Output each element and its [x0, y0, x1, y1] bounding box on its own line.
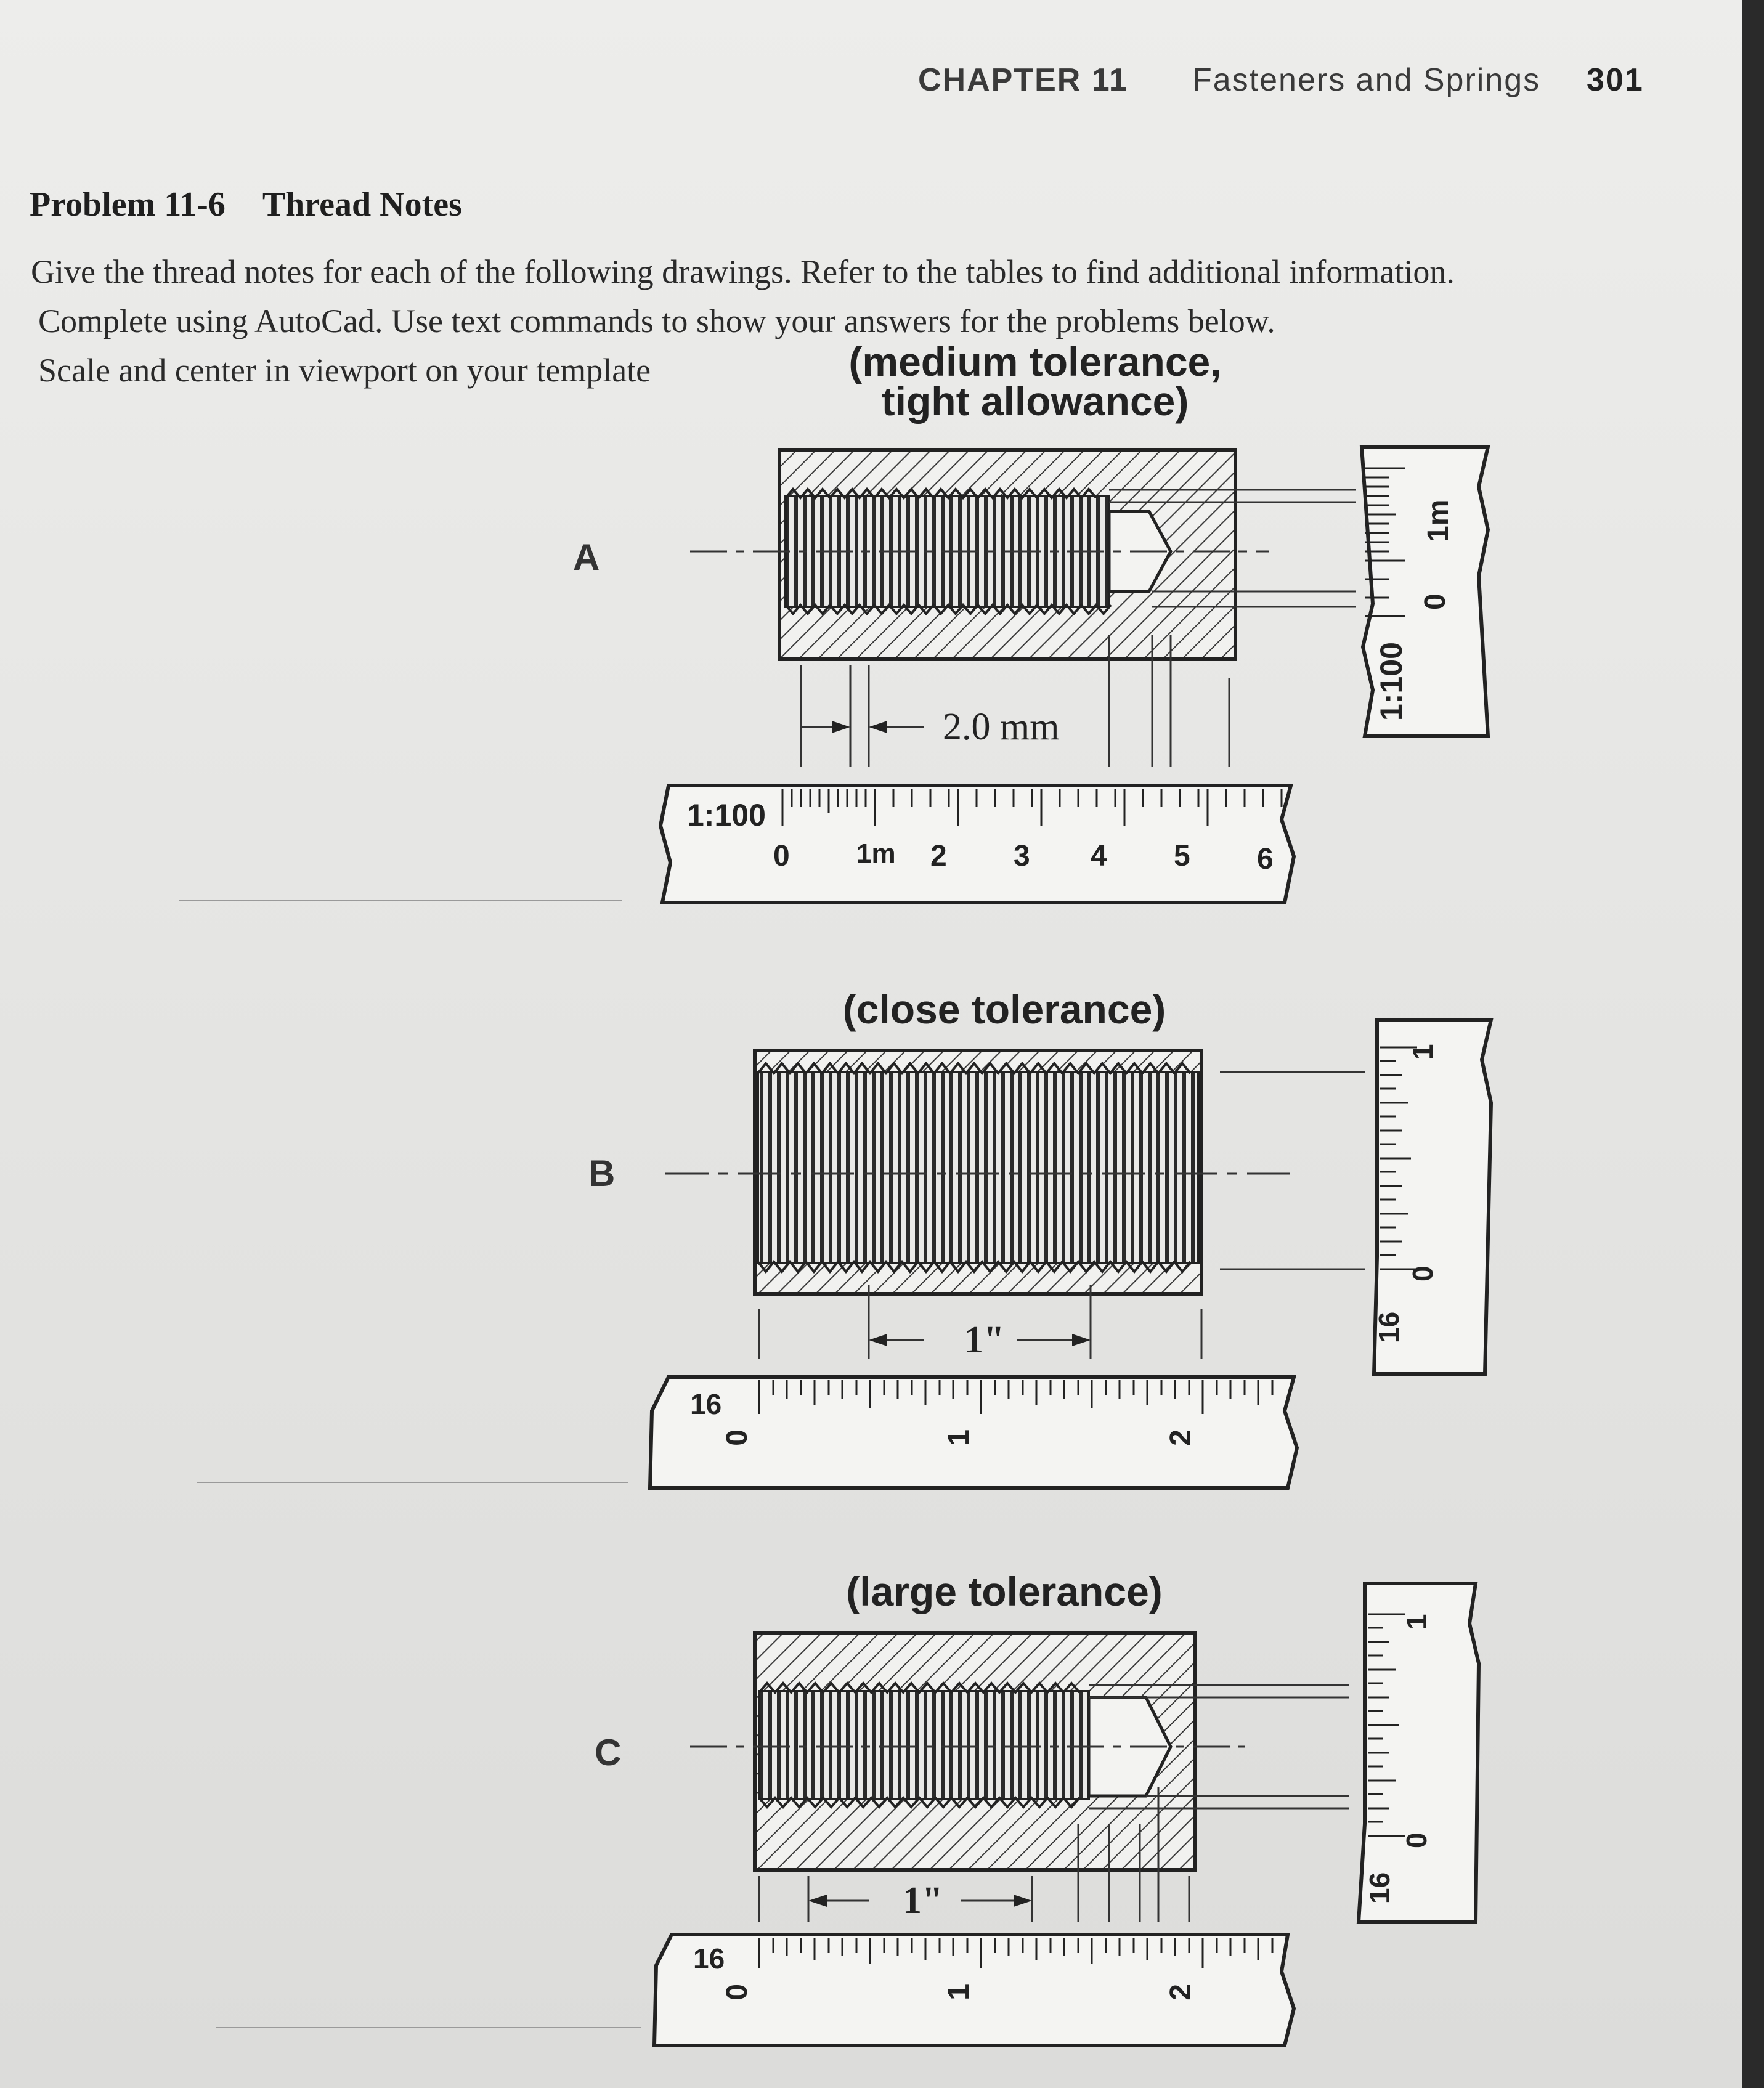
- scale-a-v-tick-1m: 1m: [1422, 500, 1455, 542]
- drawing-a: 2.0 mm 1:100 0 1m 2 3 4 5 6 0 1m 1:100: [658, 445, 1490, 904]
- dimension-b: 1": [964, 1319, 1004, 1361]
- scale-b-h-ratio: 16: [690, 1388, 721, 1420]
- monitor-bezel: [1742, 0, 1764, 2088]
- page-number: 301: [1587, 62, 1644, 98]
- scale-a-v-tick-0: 0: [1419, 593, 1452, 610]
- scale-c-v-ticks: [1368, 1613, 1405, 1837]
- note-b: (close tolerance): [842, 986, 1166, 1032]
- scale-c-v-tick-1: 1: [1400, 1614, 1433, 1630]
- scale-a-horizontal: [658, 784, 1296, 904]
- part-c-threaded-hole: [758, 1690, 1090, 1800]
- answer-line-c[interactable]: [216, 2027, 641, 2028]
- scale-a-vertical: [1359, 445, 1490, 738]
- scale-b-v-ratio: 16: [1373, 1312, 1405, 1343]
- scale-a-h-tick-1m: 1m: [856, 839, 896, 869]
- note-c: (large tolerance): [846, 1569, 1163, 1614]
- chapter-label: CHAPTER 11: [918, 62, 1128, 98]
- scale-c-horizontal: [652, 1933, 1296, 2047]
- scale-a-v-ticks: [1365, 467, 1405, 617]
- note-a-line2: tight allowance): [881, 378, 1189, 424]
- note-a-line1: (medium tolerance,: [848, 339, 1222, 384]
- scale-c-v-ratio: 16: [1364, 1872, 1396, 1904]
- scale-a-h-ratio: 1:100: [687, 798, 766, 832]
- label-b: B: [588, 1153, 616, 1194]
- scale-b-h-tick-2: 2: [1164, 1429, 1197, 1446]
- scale-b-vertical: [1372, 1018, 1494, 1376]
- dimension-c: 1": [903, 1880, 943, 1922]
- answer-line-b[interactable]: [197, 1482, 628, 1483]
- scale-c-v-tick-0: 0: [1400, 1832, 1433, 1848]
- scale-b-h-tick-1: 1: [943, 1429, 975, 1446]
- scale-a-h-ticks: [781, 789, 1283, 826]
- scale-a-h-tick-3: 3: [1014, 840, 1030, 872]
- drawing-b: 1" 16 0 1 2 0 1 16: [648, 1018, 1494, 1490]
- section-title: Fasteners and Springs: [1192, 62, 1541, 98]
- scale-b-v-ticks: [1380, 1046, 1417, 1270]
- scale-a-h-tick-6: 6: [1257, 843, 1274, 875]
- problem-title: Thread Notes: [262, 185, 462, 224]
- scale-c-h-tick-0: 0: [721, 1984, 754, 2001]
- dimension-a: 2.0 mm: [943, 706, 1059, 748]
- scale-c-h-ticks: [758, 1938, 1274, 1968]
- scale-b-h-tick-0: 0: [721, 1429, 754, 1446]
- part-b-threaded-through-hole: [757, 1071, 1200, 1264]
- label-a: A: [573, 537, 600, 578]
- scale-c-h-tick-1: 1: [943, 1984, 975, 2001]
- scale-a-h-tick-0: 0: [773, 840, 790, 872]
- scale-a-h-tick-5: 5: [1174, 840, 1190, 872]
- scale-b-v-tick-1: 1: [1407, 1044, 1439, 1060]
- scale-b-h-ticks: [758, 1380, 1274, 1414]
- answer-line-a[interactable]: [179, 900, 622, 901]
- scale-a-h-tick-4: 4: [1091, 840, 1107, 872]
- problem-heading: Problem 11-6 Thread Notes: [30, 185, 499, 224]
- instruction-line-2: Complete using AutoCad. Use text command…: [38, 303, 1275, 339]
- scale-c-h-ratio: 16: [693, 1943, 725, 1975]
- scale-c-vertical: [1356, 1582, 1481, 1924]
- scale-a-h-tick-2: 2: [930, 840, 947, 872]
- drawing-c: 1" 16 0 1 2 0 1 16: [652, 1582, 1481, 2047]
- scale-c-h-tick-2: 2: [1164, 1984, 1197, 2001]
- scale-b-horizontal: [648, 1375, 1299, 1490]
- note-a: (medium tolerance, tight allowance): [819, 339, 1251, 424]
- problem-number: Problem 11-6: [30, 185, 226, 224]
- instruction-line-1: Give the thread notes for each of the fo…: [31, 253, 1455, 290]
- scale-a-v-ratio: 1:100: [1374, 642, 1408, 721]
- label-c: C: [595, 1732, 622, 1773]
- scale-b-v-tick-0: 0: [1407, 1265, 1439, 1282]
- instruction-line-3: Scale and center in viewport on your tem…: [38, 352, 651, 389]
